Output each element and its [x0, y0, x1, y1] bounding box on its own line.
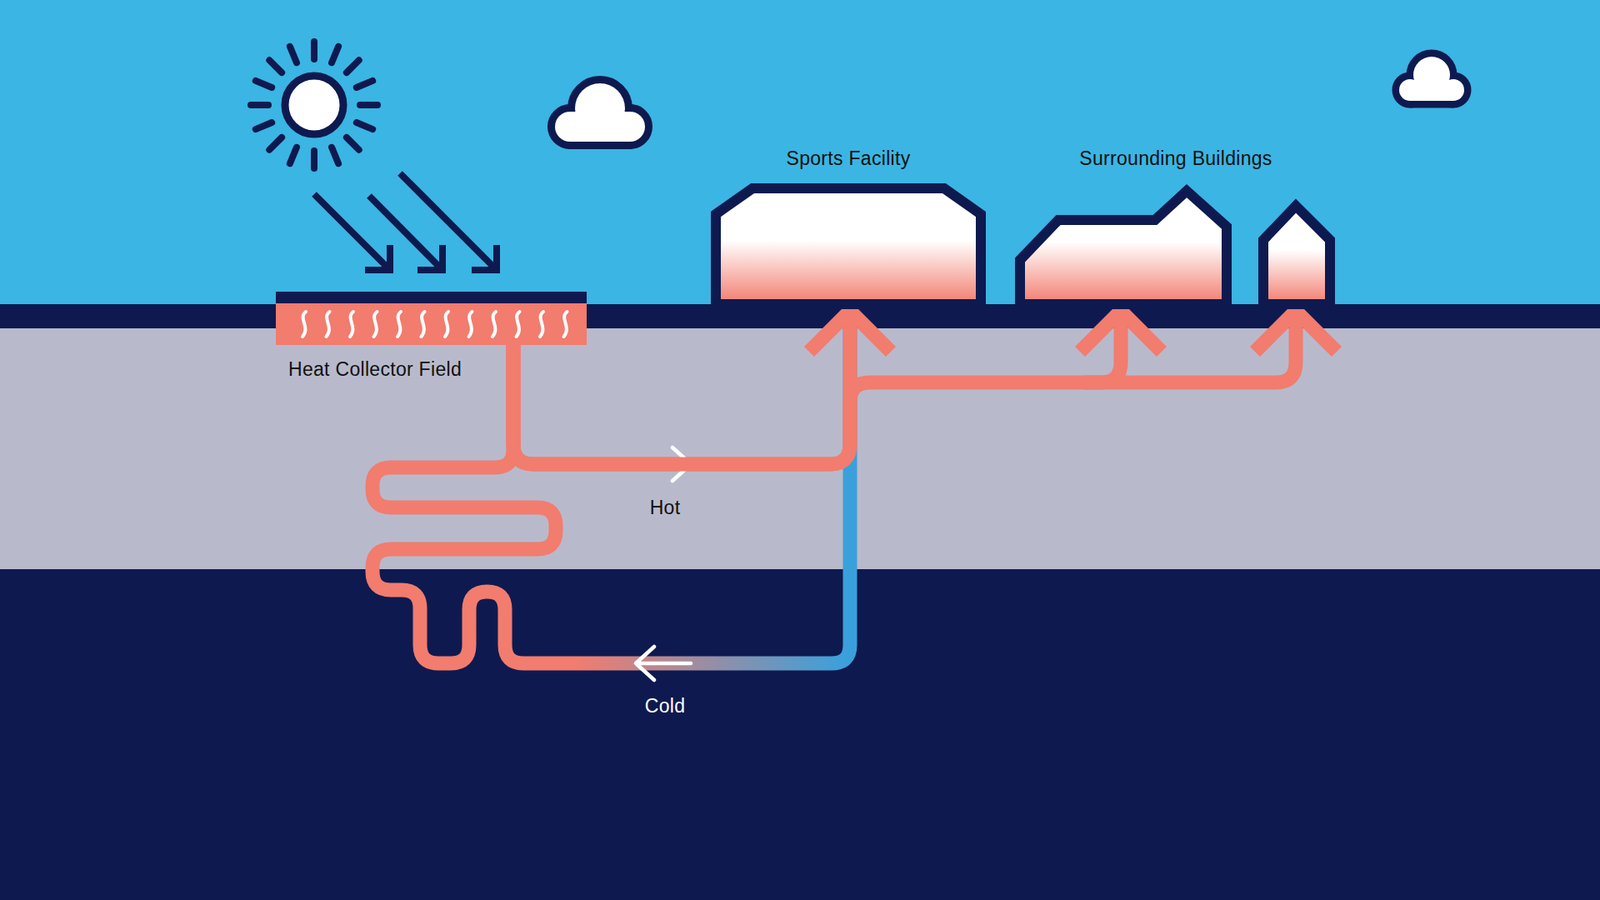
building-outline — [1263, 205, 1330, 305]
sunlight-arrows — [314, 173, 497, 270]
node-label: Heat Collector Field — [288, 358, 462, 381]
heat-collector-field: Heat Collector Field — [275, 291, 587, 345]
node-label: Surrounding Buildings — [1079, 147, 1272, 170]
pipe-line — [513, 320, 1121, 465]
arrow-head — [809, 310, 891, 352]
shape — [275, 291, 587, 345]
flow-arrow — [635, 646, 691, 680]
sun-rays — [250, 41, 378, 169]
edge-label: Hot — [650, 496, 681, 520]
sports-facility-building: Sports Facility — [710, 183, 986, 305]
pipe-line — [372, 304, 850, 664]
cloud — [1399, 56, 1465, 101]
cloud — [555, 83, 645, 142]
collector-body — [275, 303, 587, 345]
sun — [285, 75, 344, 135]
shape — [1008, 183, 1344, 305]
pipe — [513, 310, 1337, 465]
building-outline — [715, 188, 981, 305]
surrounding-buildings: Surrounding Buildings — [1008, 183, 1344, 305]
shape — [710, 183, 986, 305]
arrow-head — [1255, 310, 1337, 352]
edge-label: Cold — [645, 695, 686, 718]
arrow-head — [1080, 310, 1162, 352]
sky — [0, 0, 1600, 305]
node-label: Sports Facility — [786, 147, 911, 170]
soil-layer — [0, 328, 1600, 570]
collector-top — [275, 291, 587, 304]
building-outline — [1020, 190, 1227, 305]
heat-waves — [302, 311, 568, 337]
deep-ground — [0, 569, 1600, 900]
